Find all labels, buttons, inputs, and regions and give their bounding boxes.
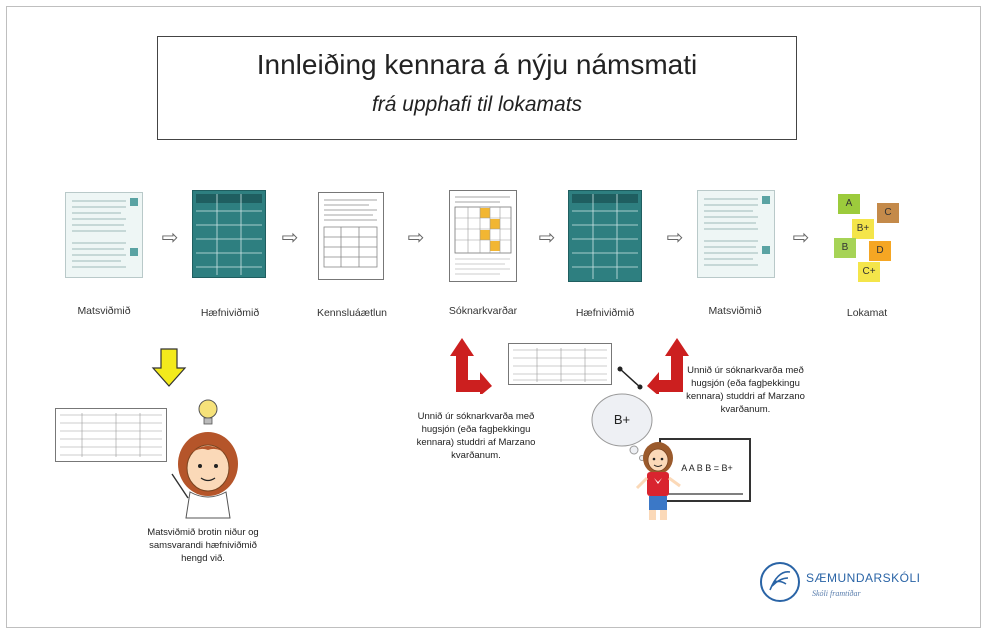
step-label-2: Hæfniviðmið [200,307,260,319]
arrow-right-icon: ⇨ [792,227,810,249]
step-label-5: Hæfniviðmið [575,307,635,319]
red-up-down-arrow-right-icon [647,338,689,394]
criteria-table-lines [60,413,162,457]
whiteboard-tray [667,493,743,495]
grid-lines-2 [572,194,638,279]
haefnividmid-doc-2 [568,190,642,282]
arrow-right-icon: ⇨ [666,227,684,249]
grade-note-a: A [838,194,860,214]
double-arrow-icon [617,366,643,390]
matsvidmid-doc-2 [697,190,775,278]
page-title: Innleiðing kennara á nýju námsmati [256,49,698,80]
soknarkvardar-doc [449,190,517,282]
title-box: Innleiðing kennara á nýju námsmati frá u… [157,36,797,140]
step-label-7: Lokamat [846,307,888,319]
step-label-1: Matsviðmið [77,305,131,317]
school-logo-icon [760,562,800,602]
doc-lines-1 [72,198,138,268]
doc-lines-3 [323,199,378,268]
grid-lines-1 [196,194,262,275]
grade-note-c: C [877,203,899,223]
arrow-right-icon: ⇨ [161,227,179,249]
doc-lines-6 [704,196,770,266]
thinking-girl-icon [171,432,238,519]
step-label-6: Matsviðmið [708,305,762,317]
red-up-down-arrow-left-icon [450,338,492,394]
note-middle: Unnið úr sóknarkvarða með hugsjón (eða f… [416,411,536,461]
arrow-right-icon: ⇨ [281,227,299,249]
note-right: Unnið úr sóknarkvarða með hugsjón (eða f… [686,365,805,415]
bubble-grade: B+ [613,412,631,427]
scale-table-lines [513,348,607,382]
grade-note-d: D [869,241,891,261]
grade-note-cplus: C+ [858,262,880,282]
logo-name: SÆMUNDARSKÓLI [806,571,921,585]
grade-note-b: B [834,238,856,258]
criteria-table-doc [55,408,167,462]
haefnividmid-doc-1 [192,190,266,278]
arrow-right-icon: ⇨ [538,227,556,249]
page-subtitle: frá upphafi til lokamats [371,93,583,116]
arrow-right-icon: ⇨ [407,227,425,249]
note-left: Matsviðmið brotin niður og samsvarandi h… [147,527,259,564]
scale-table-doc [508,343,612,385]
whiteboard-text: A A B B = B+ [681,463,733,473]
step-label-3: Kennsluáætlun [316,307,388,319]
logo-tagline: Skóli framtíðar [812,589,861,598]
doc-lines-4 [454,196,512,275]
grade-note-bplus: B+ [852,219,874,239]
kennsluaaetlun-doc [318,192,384,280]
lightbulb-icon [198,399,218,425]
teacher-icon [635,442,681,520]
page-frame [6,6,981,628]
step-label-4: Sóknarkvarðar [448,305,518,317]
yellow-down-arrow-icon [151,348,187,387]
matsvidmid-doc-1 [65,192,143,278]
